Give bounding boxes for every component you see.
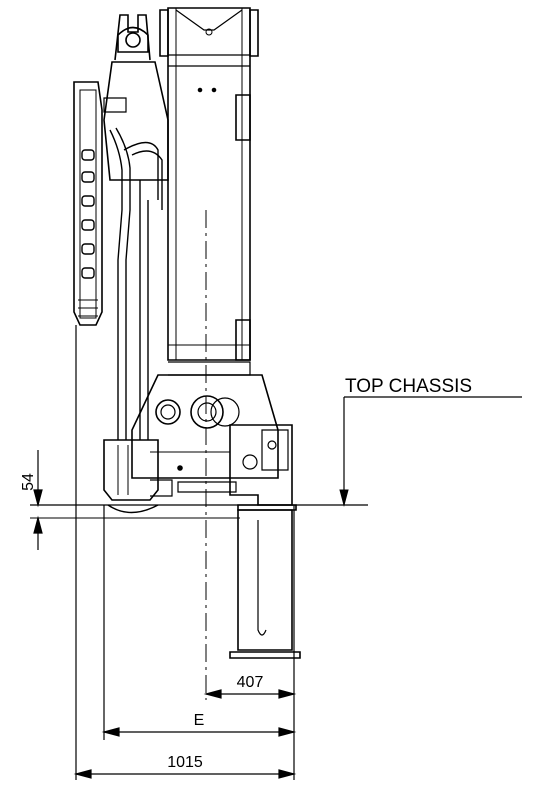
rail-slots [81, 149, 95, 279]
dimension-54 [33, 450, 43, 550]
base-housing [131, 361, 279, 479]
lower-frame [103, 439, 237, 514]
dimension-E [101, 505, 297, 780]
hydraulic-hoses [109, 127, 163, 440]
dimension-54-label: 54 [20, 473, 37, 491]
stabiliser-leg [229, 424, 301, 659]
top-chassis-reference [30, 396, 522, 519]
dimension-407 [203, 505, 297, 700]
dimension-407-label: 407 [237, 674, 264, 691]
main-column [159, 7, 259, 361]
dimension-1015 [73, 325, 297, 780]
dimension-1015-label: 1015 [167, 754, 203, 771]
left-rail [73, 81, 103, 326]
dimension-E-label: E [194, 712, 205, 729]
top-chassis-label: TOP CHASSIS [345, 376, 472, 397]
crane-body [73, 7, 301, 659]
